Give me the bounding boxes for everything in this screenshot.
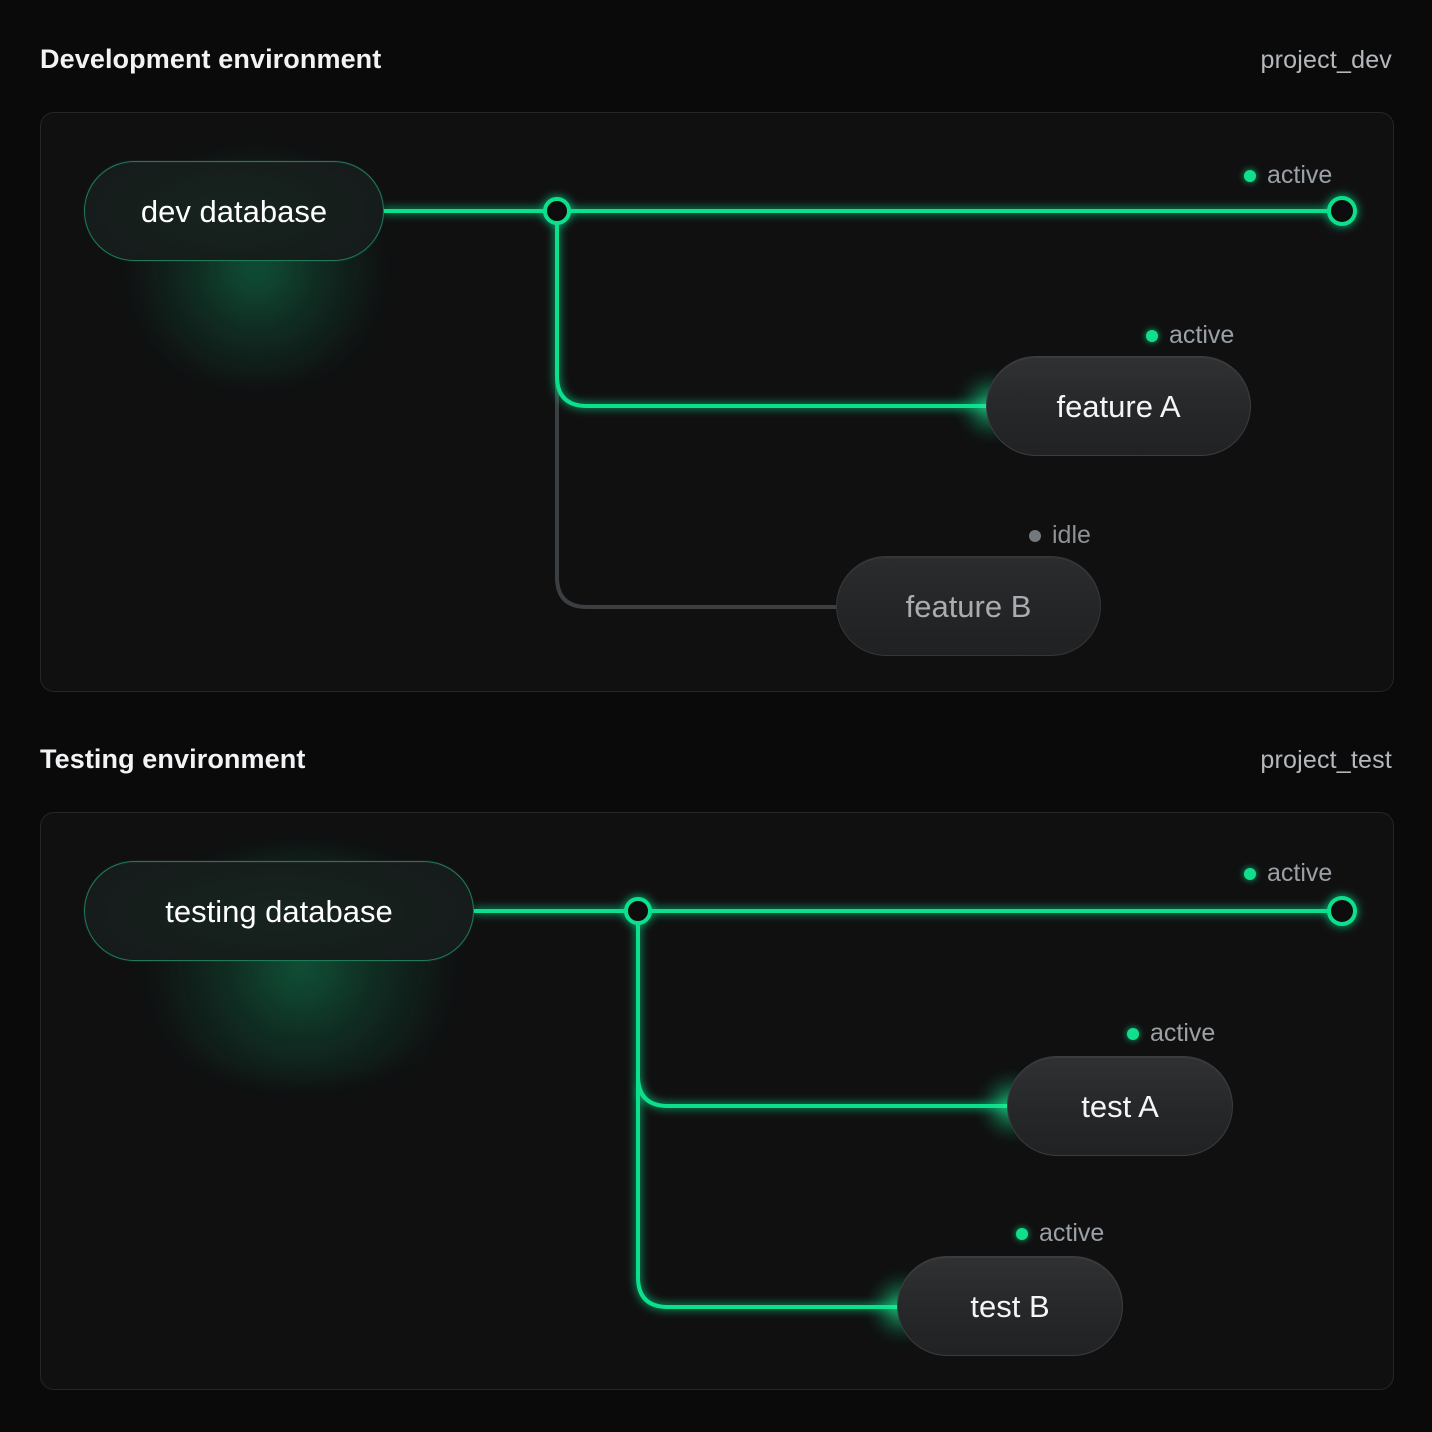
node-feature-b[interactable]: feature B — [836, 556, 1101, 656]
status-dot-icon — [1146, 329, 1158, 342]
wire-dev-feature-b — [555, 209, 839, 609]
node-feature-a[interactable]: feature A — [986, 356, 1251, 456]
status-label-feature-b: idle — [1052, 521, 1091, 549]
wire-test-b — [636, 909, 900, 1309]
section-tag-testing: project_test — [1260, 746, 1392, 774]
panel-development: dev database feature A feature B active … — [40, 112, 1394, 692]
status-badge-test-a: active — [1127, 1021, 1215, 1046]
section-tag-development: project_dev — [1260, 46, 1392, 74]
junction-node-development[interactable] — [543, 197, 571, 225]
section-header-development: Development environment project_dev — [40, 44, 1392, 75]
status-badge-dev-bus: active — [1244, 163, 1332, 188]
node-test-a[interactable]: test A — [1007, 1056, 1233, 1156]
status-badge-test-b: active — [1016, 1221, 1104, 1246]
node-label-test-b: test B — [970, 1288, 1050, 1324]
status-label-feature-a: active — [1169, 321, 1235, 349]
status-label-test-a: active — [1150, 1019, 1216, 1047]
status-label-test-bus: active — [1267, 859, 1333, 887]
bus-endpoint-development[interactable] — [1327, 196, 1357, 226]
status-badge-feature-a: active — [1146, 323, 1234, 348]
status-dot-icon — [1029, 529, 1041, 542]
wire-test-a — [636, 909, 1010, 1108]
node-label-test-a: test A — [1081, 1088, 1159, 1124]
status-dot-icon — [1244, 867, 1256, 880]
node-label-feature-b: feature B — [905, 588, 1032, 624]
node-label-dev-database: dev database — [140, 193, 328, 229]
status-dot-icon — [1016, 1227, 1028, 1240]
node-testing-database[interactable]: testing database — [84, 861, 474, 961]
section-title-testing: Testing environment — [40, 744, 306, 774]
node-dev-database[interactable]: dev database — [84, 161, 384, 261]
junction-node-testing[interactable] — [624, 897, 652, 925]
status-badge-feature-b: idle — [1029, 523, 1091, 548]
node-label-feature-a: feature A — [1056, 388, 1181, 424]
status-dot-icon — [1244, 169, 1256, 182]
status-label-test-b: active — [1039, 1219, 1105, 1247]
bus-endpoint-testing[interactable] — [1327, 896, 1357, 926]
panel-testing: testing database test A test B active ac… — [40, 812, 1394, 1390]
status-badge-test-bus: active — [1244, 861, 1332, 886]
status-label-dev-bus: active — [1267, 161, 1333, 189]
wire-dev-feature-a — [555, 209, 989, 408]
status-dot-icon — [1127, 1027, 1139, 1040]
node-label-testing-database: testing database — [165, 893, 393, 929]
section-header-testing: Testing environment project_test — [40, 744, 1392, 775]
section-title-development: Development environment — [40, 44, 382, 74]
node-test-b[interactable]: test B — [897, 1256, 1123, 1356]
